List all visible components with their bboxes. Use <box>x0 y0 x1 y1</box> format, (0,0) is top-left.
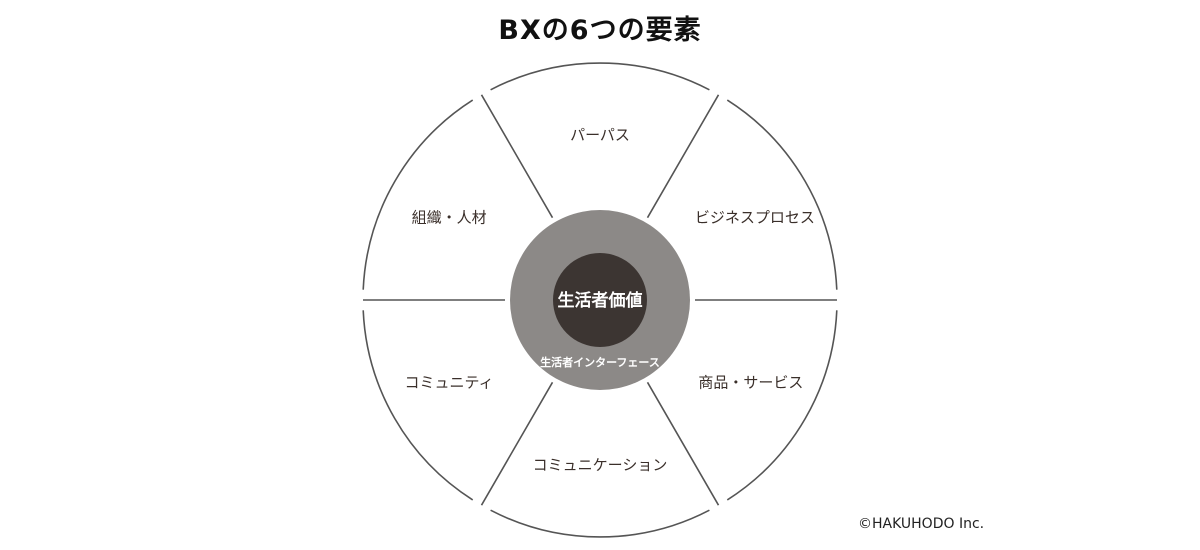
copyright-notice: ©HAKUHODO Inc. <box>858 516 985 532</box>
segment-outlines <box>362 62 838 538</box>
segment-label-community: コミュニティ <box>405 374 494 392</box>
segment-outline-community <box>362 299 505 501</box>
core-label: 生活者価値 <box>558 290 643 311</box>
segment-label-purpose: パーパス <box>570 126 630 144</box>
ring-label: 生活者インターフェース <box>540 355 660 369</box>
segment-label-communication: コミュニケーション <box>533 456 668 474</box>
segment-outline-business-process <box>695 99 838 301</box>
segment-label-product-service: 商品・サービス <box>698 374 803 392</box>
segment-outline-purpose <box>490 62 720 219</box>
segment-outline-product-service <box>646 310 838 506</box>
segment-outline-communication <box>480 381 710 538</box>
segment-outline-organization-talent <box>362 94 554 290</box>
segment-label-organization-talent: 組織・人材 <box>412 209 487 227</box>
diagram-title: BXの6つの要素 <box>498 15 702 46</box>
segment-label-business-process: ビジネスプロセス <box>695 209 815 227</box>
consumer-value-core <box>553 253 647 347</box>
